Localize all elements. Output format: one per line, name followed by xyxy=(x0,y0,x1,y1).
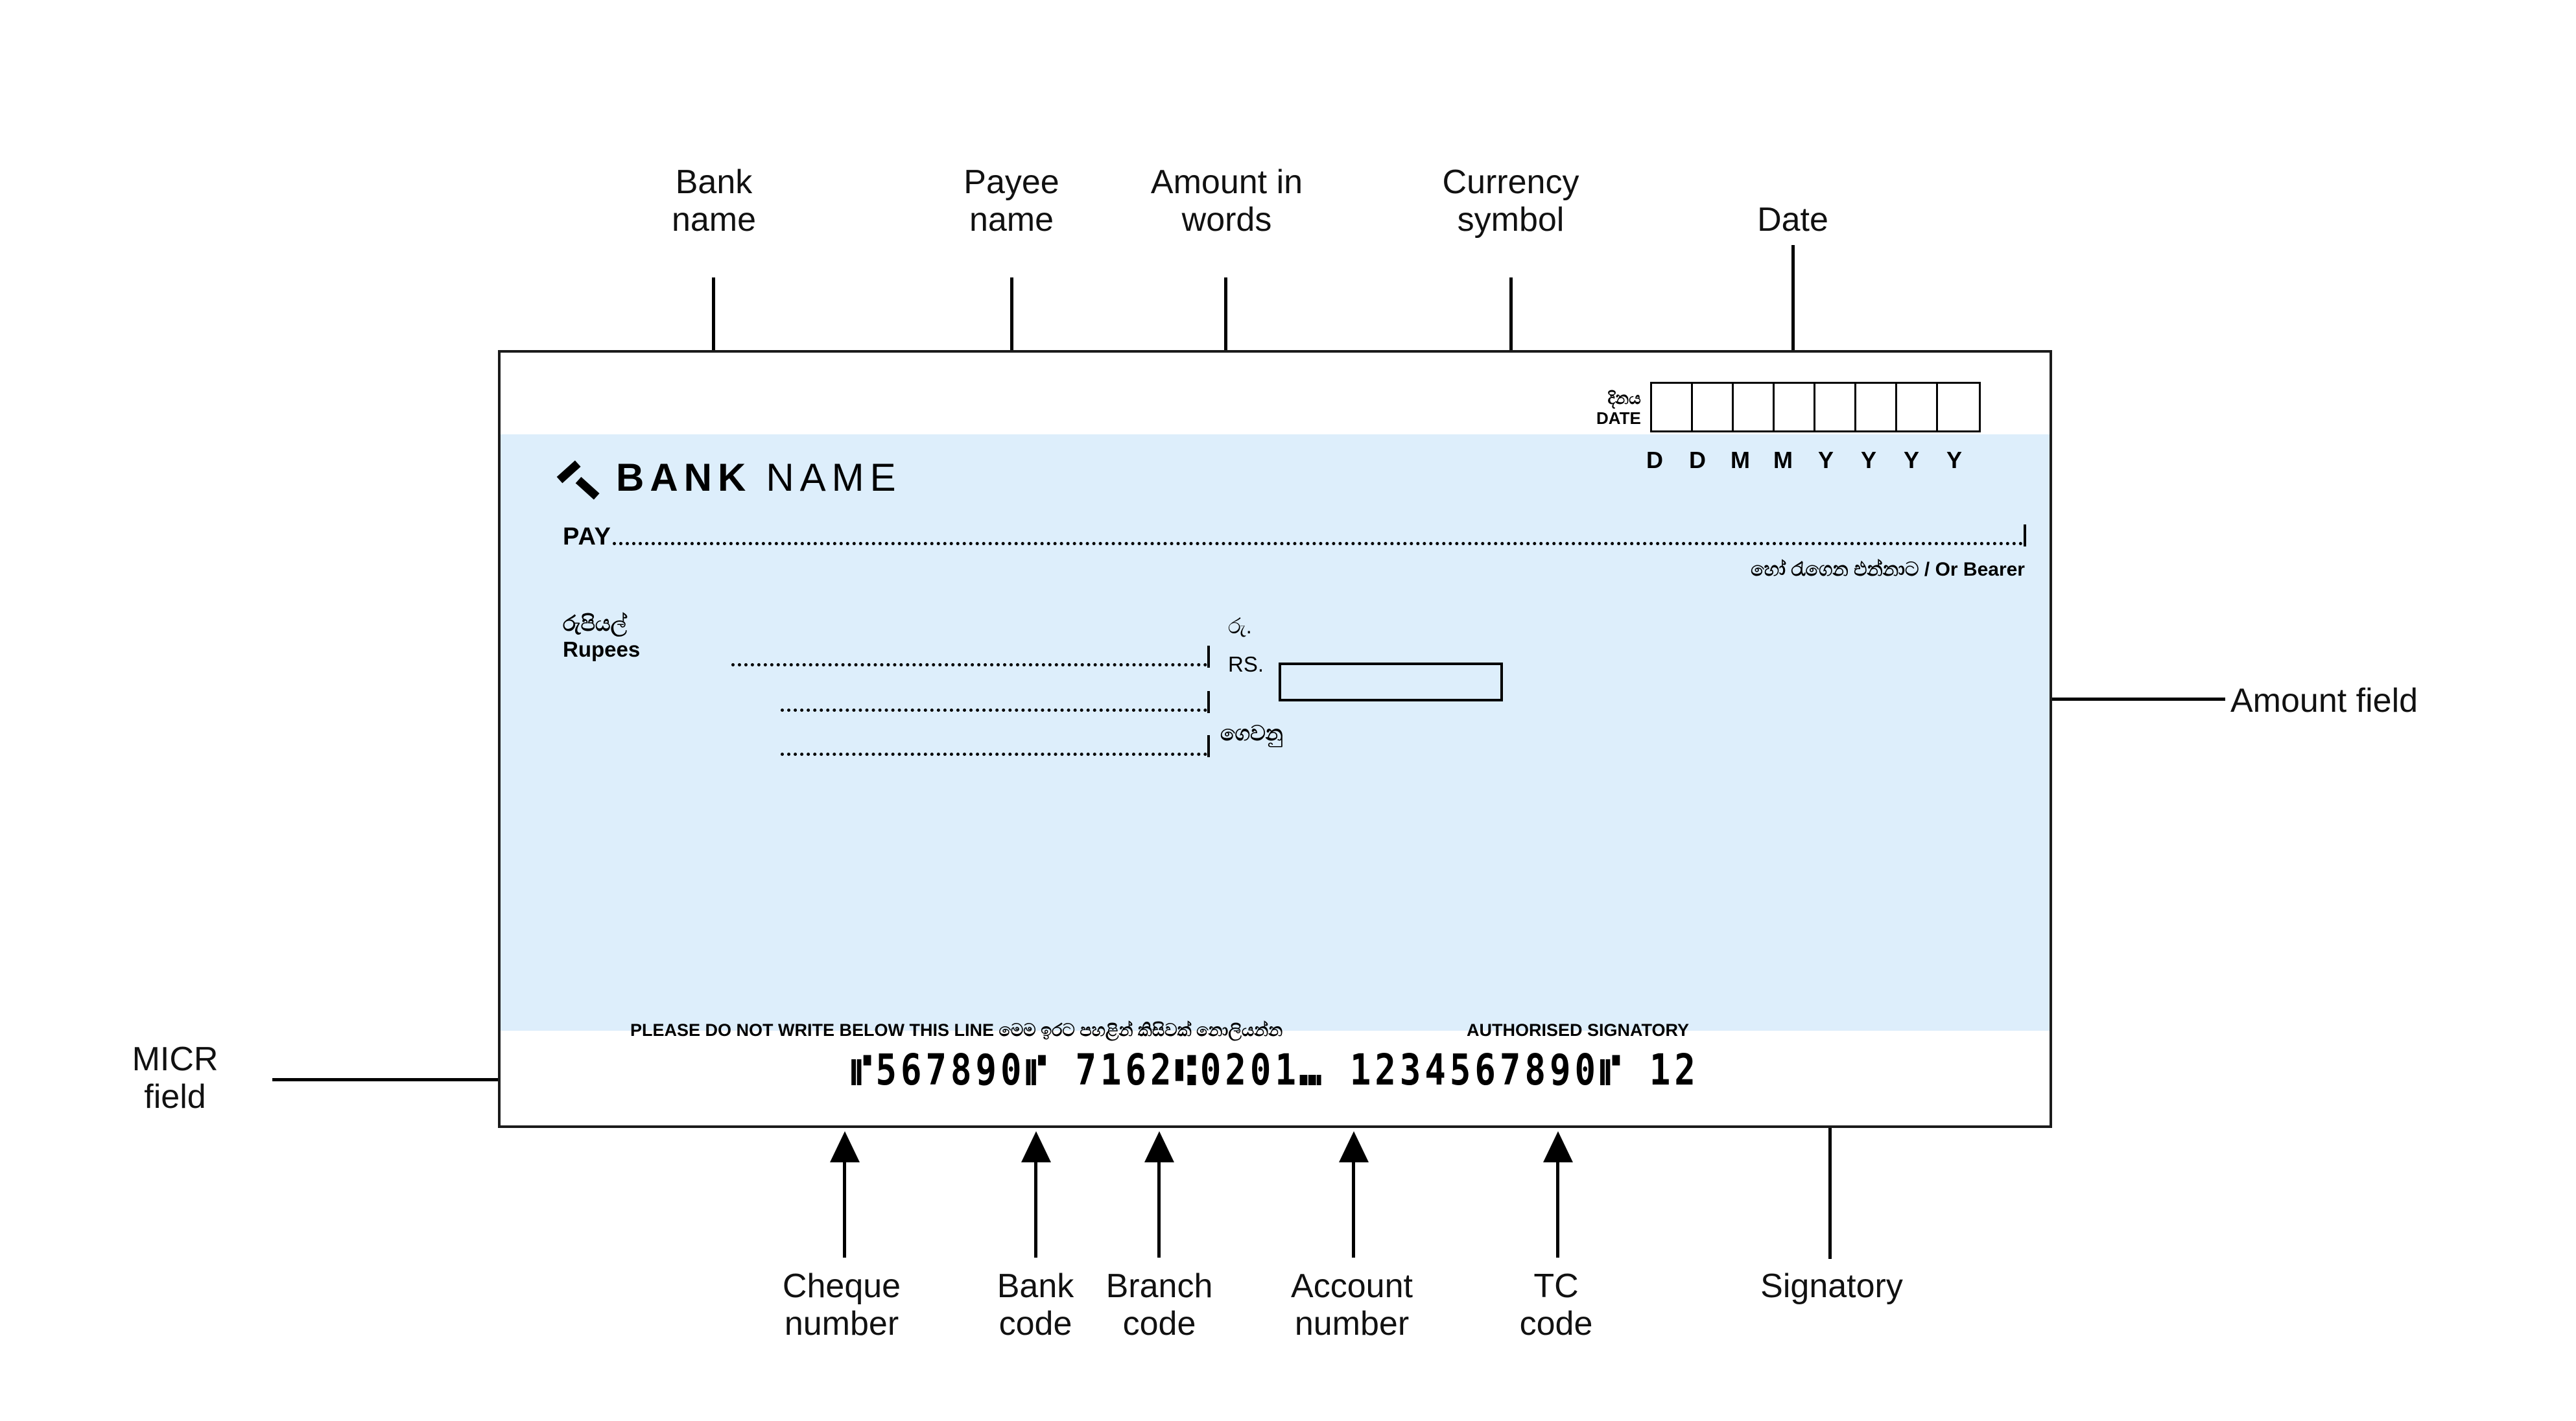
amount-words-line-2-end-tick xyxy=(1207,691,1210,713)
annotation-label-currency-symbol: Currency symbol xyxy=(1442,163,1579,239)
annotation-label-cheque-number: Cheque number xyxy=(782,1267,901,1343)
leader-line-tc-code xyxy=(1556,1160,1559,1258)
pay-trailing-sinhala: ගෙවනු xyxy=(1220,721,1283,745)
amount-words-row-2[interactable] xyxy=(779,691,1210,716)
annotation-label-micr-field: MICR field xyxy=(132,1040,219,1116)
date-box-m2[interactable] xyxy=(1775,384,1815,430)
annotation-label-payee-name: Payee name xyxy=(963,163,1059,239)
date-label-english: DATE xyxy=(1596,408,1641,428)
date-box-d1[interactable] xyxy=(1652,384,1693,430)
date-box-m1[interactable] xyxy=(1734,384,1775,430)
authorised-signatory-label: AUTHORISED SIGNATORY xyxy=(1467,1020,1690,1040)
arrowhead-bank-code xyxy=(1021,1131,1051,1162)
bank-logo: BANK NAME xyxy=(561,455,902,500)
amount-words-row-1[interactable] xyxy=(730,646,1210,670)
date-box-y4[interactable] xyxy=(1938,384,1979,430)
date-letter-y4: Y xyxy=(1946,447,1962,473)
date-letter-y3: Y xyxy=(1903,447,1919,473)
annotation-label-bank-code: Bank code xyxy=(997,1267,1074,1343)
date-label: දිනය DATE xyxy=(1596,382,1641,428)
date-letter-y1: Y xyxy=(1817,447,1834,473)
rupees-label-sinhala: රුපියල් xyxy=(563,611,627,635)
date-box-y3[interactable] xyxy=(1897,384,1938,430)
currency-symbol-english: RS. xyxy=(1228,652,1264,676)
date-letter-y2: Y xyxy=(1860,447,1876,473)
or-bearer-note: හෝ රැගෙන එන්නාට / Or Bearer xyxy=(1751,559,2025,580)
cheque-tinted-band xyxy=(501,434,2050,1031)
date-format-letters: D D M M Y Y Y Y xyxy=(1633,447,1976,474)
payee-line-end-tick xyxy=(2024,524,2026,546)
annotation-label-account-number: Account number xyxy=(1291,1267,1413,1343)
leader-line-amount-field xyxy=(1984,698,2225,701)
do-not-write-note: PLEASE DO NOT WRITE BELOW THIS LINE මෙම … xyxy=(630,1020,1283,1040)
leader-line-cheque-number xyxy=(843,1160,846,1258)
date-letter-d2: D xyxy=(1689,447,1706,473)
bank-name-light: NAME xyxy=(766,456,902,499)
leader-line-bank-name xyxy=(712,277,715,368)
amount-words-line-2[interactable] xyxy=(781,709,1207,712)
annotation-label-amount-in-words: Amount in words xyxy=(1150,163,1303,239)
micr-line: ⑈567890⑈ 7162⑆0201⑉ 1234567890⑈ 12 xyxy=(851,1045,1699,1095)
rupees-label: රුපියල් Rupees xyxy=(563,611,640,663)
date-box-y1[interactable] xyxy=(1815,384,1856,430)
bank-name-bold: BANK xyxy=(616,456,752,499)
annotation-label-tc-code: TC code xyxy=(1519,1267,1593,1343)
leader-line-signatory xyxy=(1828,1076,1832,1259)
chevron-up-icon xyxy=(561,468,597,487)
arrowhead-tc-code xyxy=(1543,1131,1573,1162)
arrowhead-cheque-number xyxy=(830,1131,860,1162)
amount-words-row-3[interactable] xyxy=(779,735,1210,760)
payee-row[interactable]: PAY xyxy=(563,524,2026,549)
leader-line-bank-code xyxy=(1034,1160,1037,1258)
amount-words-line-1[interactable] xyxy=(731,663,1207,666)
date-boxes[interactable] xyxy=(1649,382,1981,432)
cheque-body: BANK NAME දිනය DATE D D M M xyxy=(498,350,2052,1128)
leader-line-branch-code xyxy=(1157,1160,1161,1258)
annotation-label-bank-name: Bank name xyxy=(671,163,757,239)
date-box-d2[interactable] xyxy=(1693,384,1734,430)
date-letter-m1: M xyxy=(1731,447,1750,473)
date-label-sinhala: දිනය xyxy=(1607,388,1641,408)
date-letter-m2: M xyxy=(1773,447,1793,473)
amount-field-box[interactable] xyxy=(1279,663,1503,701)
annotation-label-signatory: Signatory xyxy=(1760,1267,1903,1305)
amount-words-line-3-end-tick xyxy=(1207,735,1210,757)
annotation-label-branch-code: Branch code xyxy=(1105,1267,1213,1343)
leader-line-account-number xyxy=(1352,1160,1355,1258)
rupees-label-english: Rupees xyxy=(563,637,641,662)
annotation-label-amount-field: Amount field xyxy=(2230,682,2418,720)
date-section: දිනය DATE xyxy=(1596,382,1981,432)
pay-label: PAY xyxy=(563,523,611,550)
annotation-label-date: Date xyxy=(1757,201,1828,239)
date-box-y2[interactable] xyxy=(1856,384,1897,430)
amount-words-line-3[interactable] xyxy=(781,753,1207,756)
payee-input-line[interactable] xyxy=(612,542,2024,545)
amount-words-line-1-end-tick xyxy=(1207,646,1210,668)
date-letter-d1: D xyxy=(1646,447,1663,473)
arrowhead-account-number xyxy=(1339,1131,1369,1162)
arrowhead-branch-code xyxy=(1144,1131,1174,1162)
leader-line-date xyxy=(1791,245,1795,368)
currency-symbol-sinhala: රු. xyxy=(1228,614,1252,638)
leader-line-micr-field xyxy=(272,1078,502,1081)
